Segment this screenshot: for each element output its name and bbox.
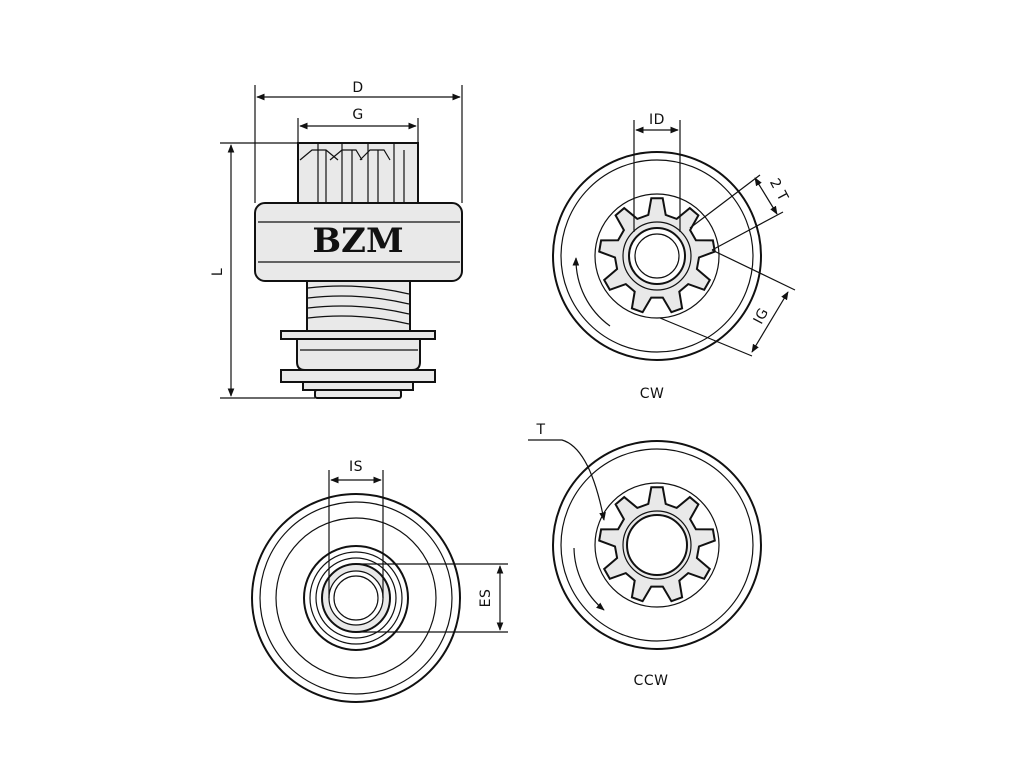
ccw-label: CCW	[634, 673, 669, 689]
dim-label-ig: IG	[751, 305, 773, 327]
side-view: BZM D G L	[210, 80, 463, 399]
brand-logo: BZM	[312, 221, 403, 261]
t-leader	[528, 439, 606, 521]
ccw-gear-root-circle	[622, 510, 692, 580]
ccw-rotation-arrow	[573, 547, 605, 611]
ccw-view: T CCW	[528, 422, 762, 689]
cw-rotation-arrow	[572, 257, 611, 327]
pinion-teeth	[297, 142, 419, 204]
dim-label-d: D	[352, 80, 363, 96]
base-ring	[302, 381, 414, 391]
dim-label-is: IS	[349, 459, 363, 475]
dim-label-t: T	[535, 422, 545, 438]
dim-label-es: ES	[478, 589, 494, 608]
lower-flange	[280, 369, 436, 383]
cw-gear-root-circle	[622, 221, 692, 291]
dim-label-l: L	[210, 268, 226, 276]
dim-label-g: G	[352, 107, 363, 123]
sleeve	[296, 338, 421, 371]
dim-label-id: ID	[649, 112, 665, 128]
cw-label: CW	[640, 386, 665, 402]
spring	[306, 280, 411, 332]
bottom-view: IS ES	[251, 459, 508, 703]
upper-flange	[280, 330, 436, 340]
base-collar	[314, 389, 402, 399]
cw-view: ID 2 T IG CW	[552, 112, 796, 402]
dim-label-2t: 2 T	[766, 176, 791, 204]
